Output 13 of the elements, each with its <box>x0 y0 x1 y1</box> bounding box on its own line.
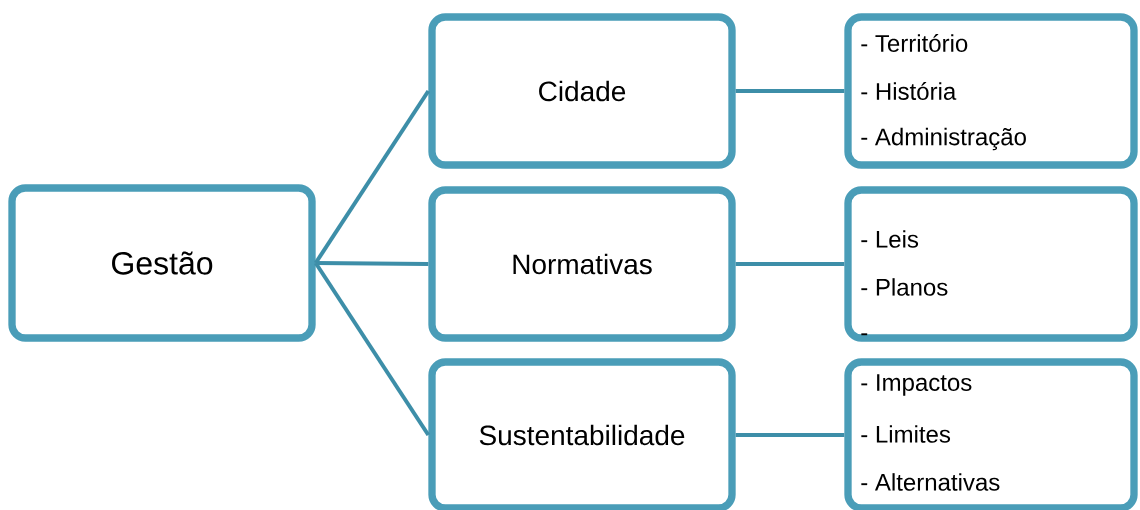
connector-line <box>314 89 430 265</box>
connector-line <box>314 261 430 437</box>
list-box: - Território - História - Administração <box>844 13 1138 169</box>
connector-line <box>315 261 429 266</box>
topic-box: Sustentabilidade <box>428 358 736 510</box>
connector-line <box>735 262 845 266</box>
list-box: - Leis - Planos - <box>844 186 1138 342</box>
topic-box: Cidade <box>428 13 736 169</box>
list-box: - Impactos - Limites - Alternativas <box>844 358 1138 510</box>
connector-line <box>735 89 845 93</box>
topic-box: Normativas <box>428 186 736 342</box>
connector-line <box>735 433 845 437</box>
topic-box: Gestão <box>8 184 316 342</box>
